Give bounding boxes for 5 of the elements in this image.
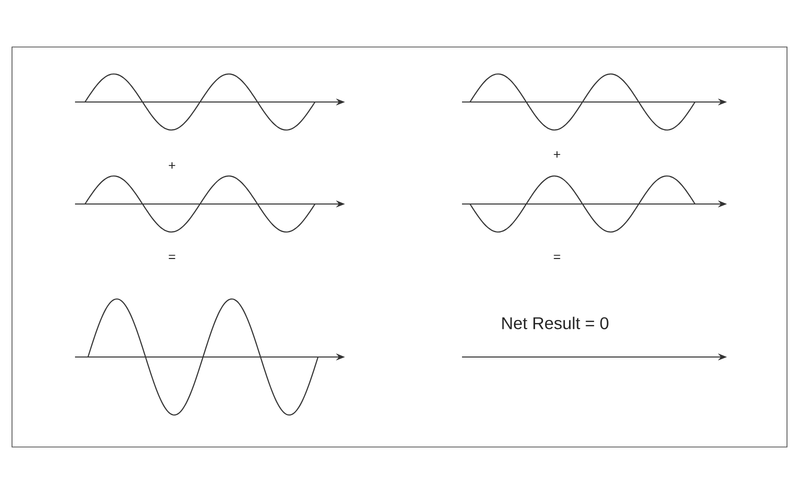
equals-sign: =	[554, 254, 560, 259]
plus-sign: +	[554, 151, 560, 158]
equals-sign: =	[168, 254, 176, 259]
result-label: Net Result = 0	[502, 316, 608, 330]
plus-sign: +	[168, 162, 176, 169]
